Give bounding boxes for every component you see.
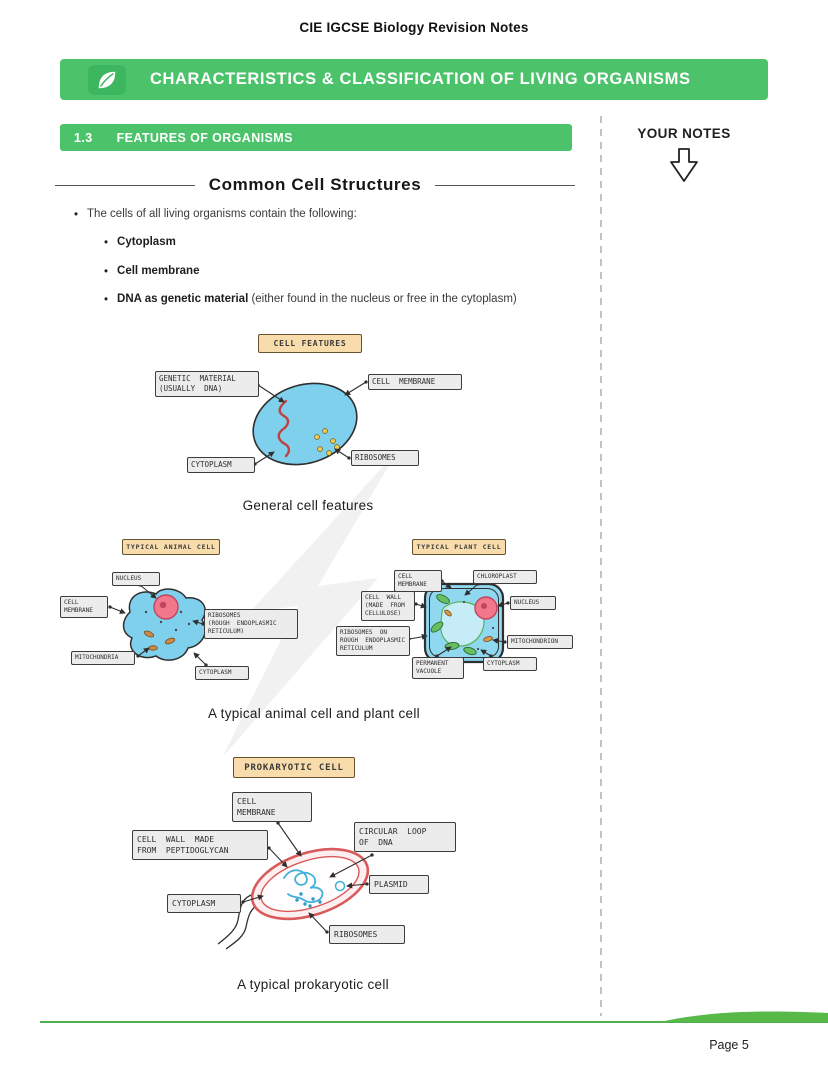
caption-animal-plant: A typical animal cell and plant cell xyxy=(208,706,420,721)
your-notes-label: YOUR NOTES xyxy=(637,126,731,141)
label-cell-membrane: CELL MEMBRANE xyxy=(368,374,462,390)
label-cytoplasm: CYTOPLASM xyxy=(187,457,255,473)
list-item-text: Cytoplasm xyxy=(117,236,176,248)
list-item: • DNA as genetic material (either found … xyxy=(104,293,574,308)
bottom-rule xyxy=(40,1011,828,1023)
label-prokaryote-cell-wall: CELL WALL MADE FROM PEPTIDOGLYCAN xyxy=(132,830,268,861)
label-genetic-material: GENETIC MATERIAL (USUALLY DNA) xyxy=(155,371,259,397)
list-item: • Cell membrane xyxy=(104,265,544,280)
bullet-dot: • xyxy=(104,237,109,249)
plant-cell-art xyxy=(423,582,505,664)
section-number: 1.3 xyxy=(74,130,93,145)
topic-banner: CHARACTERISTICS & CLASSIFICATION OF LIVI… xyxy=(60,59,768,100)
label-prokaryote-plasmid: PLASMID xyxy=(369,875,429,895)
topic-banner-title: CHARACTERISTICS & CLASSIFICATION OF LIVI… xyxy=(150,70,691,88)
caption-general-cell: General cell features xyxy=(242,498,374,513)
list-item-text: DNA as genetic material (either found in… xyxy=(117,293,517,305)
subheading-title: Common Cell Structures xyxy=(208,175,422,194)
label-prokaryote-ribosomes: RIBOSOMES xyxy=(329,925,405,945)
bullet-dot: • xyxy=(104,294,109,306)
label-animal-ribosomes: RIBOSOMES (ROUGH ENDOPLASMIC RETICULUM) xyxy=(204,609,298,639)
label-animal-cytoplasm: CYTOPLASM xyxy=(195,666,249,680)
flagellum xyxy=(225,902,263,950)
intro-text: The cells of all living organisms contai… xyxy=(87,208,357,220)
label-prokaryote-cell-membrane: CELL MEMBRANE xyxy=(232,792,312,823)
leaf-icon xyxy=(88,64,126,95)
label-plant-cytoplasm: CYTOPLASM xyxy=(483,657,537,671)
label-prokaryote-cytoplasm: CYTOPLASM xyxy=(167,894,241,914)
label-plant-permanent-vacuole: PERMANENT VACUOLE xyxy=(412,657,464,679)
label-plant-cell-wall: CELL WALL (MADE FROM CELLULOSE) xyxy=(361,591,415,621)
down-arrow-icon xyxy=(670,148,698,182)
heading-rule-right xyxy=(435,184,576,186)
heading-rule-left xyxy=(55,184,195,186)
label-plant-cell-membrane: CELL MEMBRANE xyxy=(394,570,442,592)
label-animal-cell-membrane: CELL MEMBRANE xyxy=(60,596,108,618)
diagram-title-plant-cell: TYPICAL PLANT CELL xyxy=(412,539,506,555)
animal-cell-art xyxy=(122,588,206,661)
label-ribosomes: RIBOSOMES xyxy=(351,450,419,466)
list-item-text: Cell membrane xyxy=(117,265,200,277)
label-animal-nucleus: NUCLEUS xyxy=(112,572,160,586)
connector-arrows xyxy=(108,380,510,934)
intro-bullet: • The cells of all living organisms cont… xyxy=(74,208,564,223)
label-plant-nucleus: NUCLEUS xyxy=(510,596,556,610)
list-item: • Cytoplasm xyxy=(104,236,544,251)
bullet-dot: • xyxy=(104,266,109,278)
label-plant-mitochondrion: MITOCHONDRION xyxy=(507,635,573,649)
section-title: FEATURES OF ORGANISMS xyxy=(116,130,293,145)
section-header: 1.3 FEATURES OF ORGANISMS xyxy=(60,124,572,151)
caption-prokaryote: A typical prokaryotic cell xyxy=(237,977,389,992)
section-subheading: Common Cell Structures xyxy=(55,175,576,195)
page-number: Page 5 xyxy=(709,1038,749,1052)
label-prokaryote-circular-dna: CIRCULAR LOOP OF DNA xyxy=(354,822,456,853)
watermark-lightning-icon xyxy=(222,450,398,758)
document-title: CIE IGCSE Biology Revision Notes xyxy=(299,20,529,35)
bullet-dot: • xyxy=(74,209,79,221)
label-plant-ribosomes: RIBOSOMES ON ROUGH ENDOPLASMIC RETICULUM xyxy=(336,626,410,656)
diagram-title-animal-cell: TYPICAL ANIMAL CELL xyxy=(122,539,220,555)
label-plant-chloroplast: CHLOROPLAST xyxy=(473,570,537,584)
diagram-title-cell-features: CELL FEATURES xyxy=(258,334,362,353)
diagram-title-prokaryotic-cell: PROKARYOTIC CELL xyxy=(233,757,355,778)
label-animal-mitochondria: MITOCHONDRIA xyxy=(71,651,135,665)
